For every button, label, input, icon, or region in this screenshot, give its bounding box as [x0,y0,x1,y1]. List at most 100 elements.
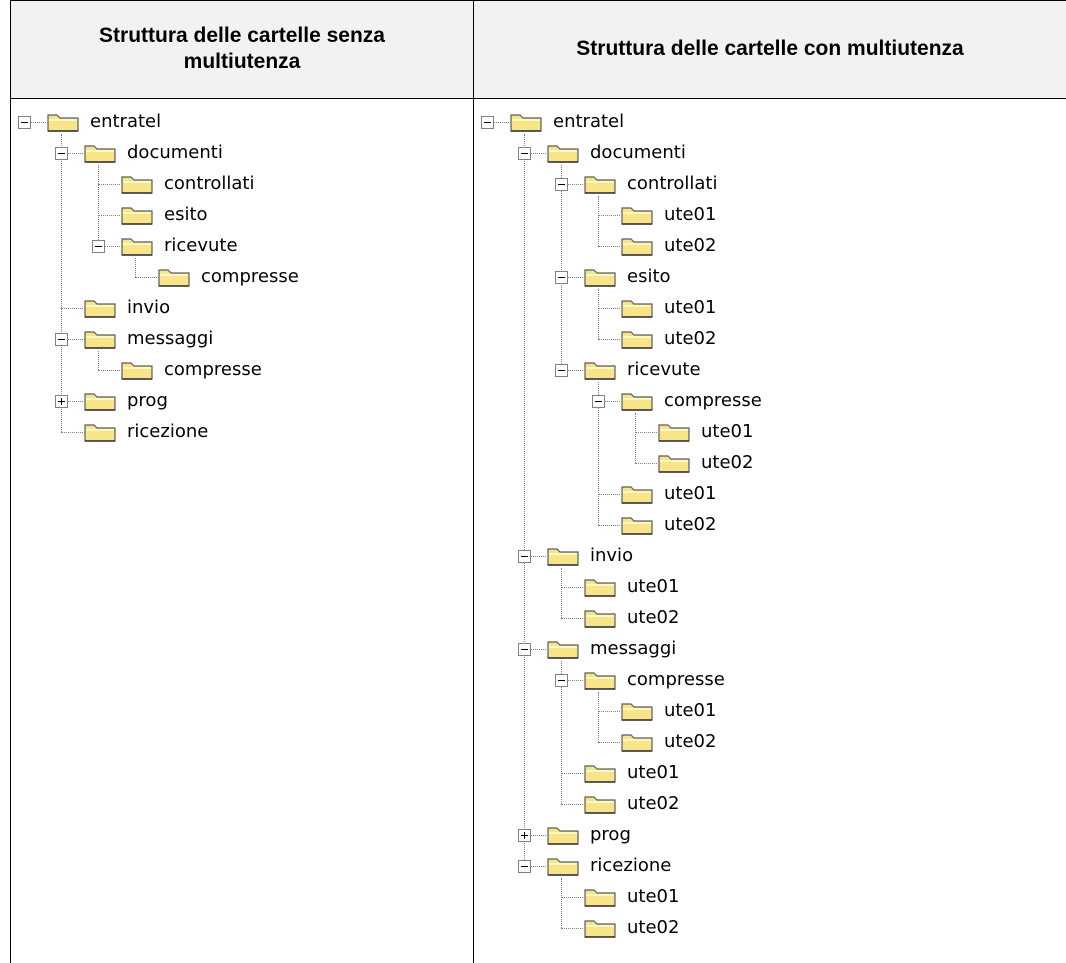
tree-item-ricevute[interactable]: ricevute [120,234,340,266]
collapse-minus-icon[interactable] [55,147,68,160]
table-border-top [10,0,1066,1]
tree-item-prog[interactable]: prog [546,823,766,855]
tree-connector [61,153,83,154]
tree-item-ute02[interactable]: ute02 [620,327,840,359]
tree-item-label: prog [590,824,631,845]
expand-plus-icon[interactable] [55,395,68,408]
folder-icon [620,203,654,227]
tree-item-ricezione[interactable]: ricezione [546,854,766,886]
tree-item-entratel[interactable]: entratel [46,110,266,142]
folder-icon [83,389,117,413]
collapse-minus-icon[interactable] [18,116,31,129]
folder-icon [583,172,617,196]
folder-icon [620,513,654,537]
tree-item-entratel[interactable]: entratel [509,110,729,142]
tree-item-ute01[interactable]: ute01 [583,761,803,793]
expander-dash [58,153,65,154]
tree-item-messaggi[interactable]: messaggi [83,327,303,359]
tree-item-ute01[interactable]: ute01 [620,482,840,514]
tree-item-compresse[interactable]: compresse [157,265,377,297]
tree-item-esito[interactable]: esito [583,265,803,297]
folder-icon [83,296,117,320]
collapse-minus-icon[interactable] [592,395,605,408]
folder-icon [583,358,617,382]
tree-connector [598,215,620,216]
folder-icon [546,637,580,661]
tree-guide-line [135,258,136,277]
tree-item-label: esito [627,266,671,287]
tree-connector [98,246,120,247]
tree-guide-line [598,382,599,525]
tree-item-documenti[interactable]: documenti [83,141,303,173]
tree-item-ute02[interactable]: ute02 [583,606,803,638]
expander-dash [558,184,565,185]
collapse-minus-icon[interactable] [518,550,531,563]
table-border-middle [473,0,474,963]
tree-item-label: entratel [553,111,625,132]
collapse-minus-icon[interactable] [518,860,531,873]
tree-connector [61,432,83,433]
tree-item-controllati[interactable]: controllati [583,172,803,204]
collapse-minus-icon[interactable] [92,240,105,253]
folder-icon [620,234,654,258]
tree-item-ute02[interactable]: ute02 [620,513,840,545]
tree-item-ute01[interactable]: ute01 [620,203,840,235]
tree-item-label: compresse [664,390,762,411]
tree-item-ute02[interactable]: ute02 [657,451,877,483]
expander-dash [58,339,65,340]
tree-item-label: ute02 [627,917,680,938]
collapse-minus-icon[interactable] [481,116,494,129]
tree-item-label: compresse [164,359,262,380]
tree-item-compresse[interactable]: compresse [120,358,340,390]
tree-item-ricezione[interactable]: ricezione [83,420,303,452]
folder-icon [620,730,654,754]
tree-item-prog[interactable]: prog [83,389,303,421]
collapse-minus-icon[interactable] [518,643,531,656]
tree-guide-line [561,878,562,928]
tree-item-label: ute02 [701,452,754,473]
tree-item-ute01[interactable]: ute01 [620,699,840,731]
tree-connector [598,742,620,743]
tree-item-esito[interactable]: esito [120,203,340,235]
tree-item-ute02[interactable]: ute02 [620,234,840,266]
tree-item-compresse[interactable]: compresse [583,668,803,700]
folder-icon [546,141,580,165]
tree-item-ute02[interactable]: ute02 [620,730,840,762]
tree-item-invio[interactable]: invio [546,544,766,576]
tree-item-label: prog [127,390,168,411]
expander-dash [558,680,565,681]
tree-connector [561,370,583,371]
tree-item-label: controllati [164,173,255,194]
tree-item-ute01[interactable]: ute01 [583,575,803,607]
tree-item-documenti[interactable]: documenti [546,141,766,173]
tree-item-invio[interactable]: invio [83,296,303,328]
collapse-minus-icon[interactable] [55,333,68,346]
tree-item-ricevute[interactable]: ricevute [583,358,803,390]
collapse-minus-icon[interactable] [555,271,568,284]
tree-connector [61,308,83,309]
tree-item-messaggi[interactable]: messaggi [546,637,766,669]
collapse-minus-icon[interactable] [555,674,568,687]
tree-item-controllati[interactable]: controllati [120,172,340,204]
tree-item-label: documenti [127,142,223,163]
tree-connector [98,215,120,216]
tree-item-ute01[interactable]: ute01 [657,420,877,452]
folder-icon [46,110,80,134]
collapse-minus-icon[interactable] [555,178,568,191]
tree-item-label: ute01 [664,700,717,721]
expand-plus-icon[interactable] [518,829,531,842]
expander-dash [95,246,102,247]
tree-item-ute02[interactable]: ute02 [583,792,803,824]
tree-item-ute01[interactable]: ute01 [620,296,840,328]
collapse-minus-icon[interactable] [555,364,568,377]
tree-item-ute02[interactable]: ute02 [583,916,803,948]
tree-item-compresse[interactable]: compresse [620,389,840,421]
tree-item-ute01[interactable]: ute01 [583,885,803,917]
folder-icon [157,265,191,289]
collapse-minus-icon[interactable] [518,147,531,160]
tree-guide-line [635,413,636,463]
expander-dash [558,277,565,278]
tree-connector [635,463,657,464]
